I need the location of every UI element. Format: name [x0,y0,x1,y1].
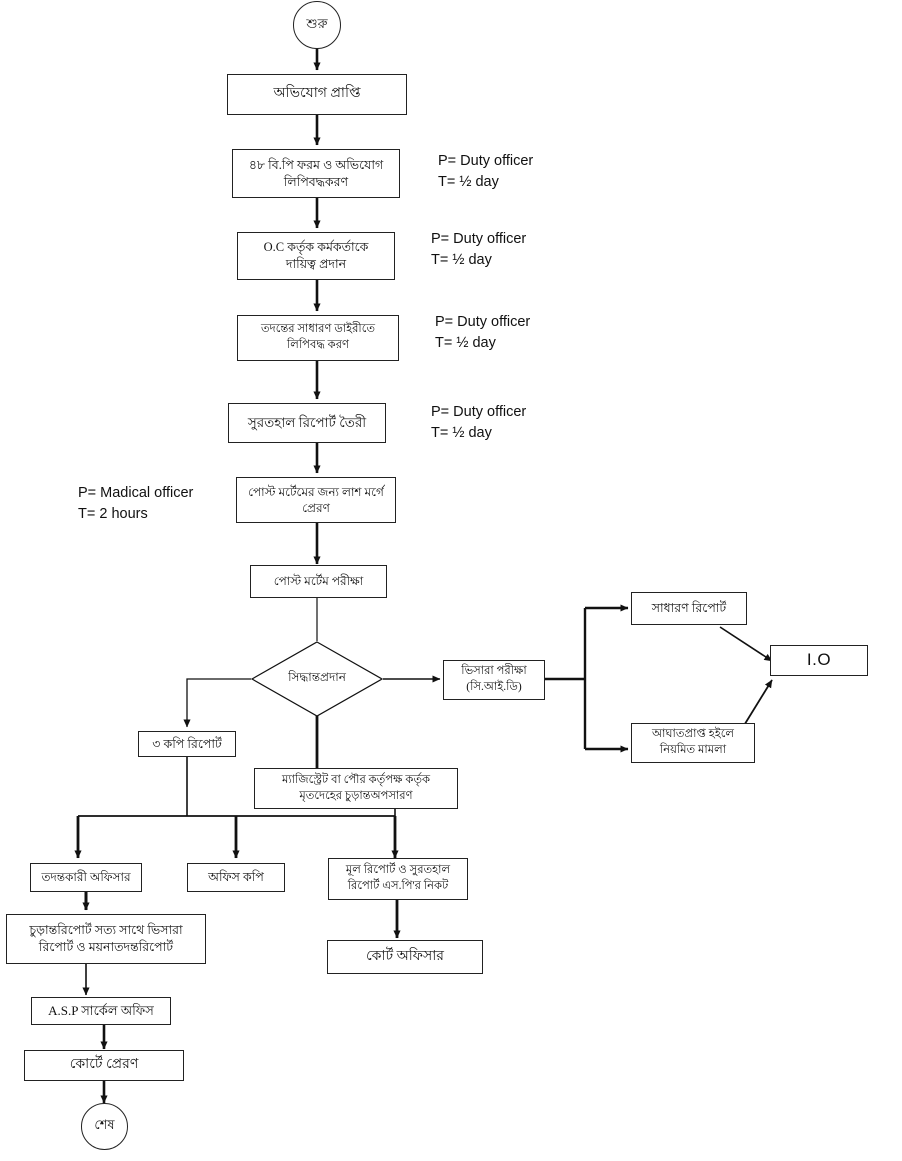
decision-diamond: সিদ্ধান্তপ্রদান [251,641,383,717]
node-bp-form: ৪৮ বি.পি ফরম ও অভিযোগ লিপিবদ্ধকরণ [232,149,400,198]
annotation-gd-entry: P= Duty officer T= ½ day [435,314,531,352]
annotation-oc-assign: P= Duty officer T= ½ day [431,231,527,269]
node-morgue-send: পোস্ট মর্টেমের জন্য লাশ মর্গে প্রেরণ [236,477,396,523]
node-surathal-report: সুরতহাল রিপোর্ট তৈরী [228,403,386,443]
start-terminator: শুরু [293,1,341,49]
node-office-copy: অফিস কপি [187,863,285,892]
decision-label: সিদ্ধান্তপ্রদান [288,670,346,684]
annotation-surathal: P= Duty officer T= ½ day [431,404,527,442]
node-io: I.O [770,645,868,676]
node-post-mortem: পোস্ট মর্টেম পরীক্ষা [250,565,387,598]
node-final-report: চুড়ান্তরিপোর্ট সত্য সাথে ভিসারা রিপোর্ট… [6,914,206,964]
end-terminator: শেষ [81,1103,128,1150]
node-magistrate-removal: ম্যাজিস্ট্রেট বা পৌর কর্তৃপক্ষ কর্তৃক মৃ… [254,768,458,809]
node-main-report-sp: মূল রিপোর্ট ও সুরতহাল রিপোর্ট এস.পি'র নি… [328,858,468,900]
node-oc-assign: O.C কর্তৃক কর্মকর্তাকে দায়িত্ব প্রদান [237,232,395,280]
node-investigating-officer: তদন্তকারী অফিসার [30,863,142,892]
node-gd-entry: তদন্তের সাধারণ ডাইরীতে লিপিবদ্ধ করণ [237,315,399,361]
node-asp-circle-office: A.S.P সার্কেল অফিস [31,997,171,1025]
node-court-officer: কোর্ট অফিসার [327,940,483,974]
node-three-copy-report: ৩ কপি রিপোর্ট [138,731,236,757]
annotation-bp-form: P= Duty officer T= ½ day [438,153,534,191]
node-send-to-court: কোর্টে প্রেরণ [24,1050,184,1081]
node-injury-case: আঘাতপ্রাপ্ত হইলে নিয়মিত মামলা [631,723,755,763]
annotation-morgue: P= Madical officer T= 2 hours [78,485,194,523]
node-general-report: সাধারণ রিপোর্ট [631,592,747,625]
node-complaint-receipt: অভিযোগ প্রাপ্তি [227,74,407,115]
node-visara-test: ভিসারা পরীক্ষা (সি.আই.ডি) [443,660,545,700]
